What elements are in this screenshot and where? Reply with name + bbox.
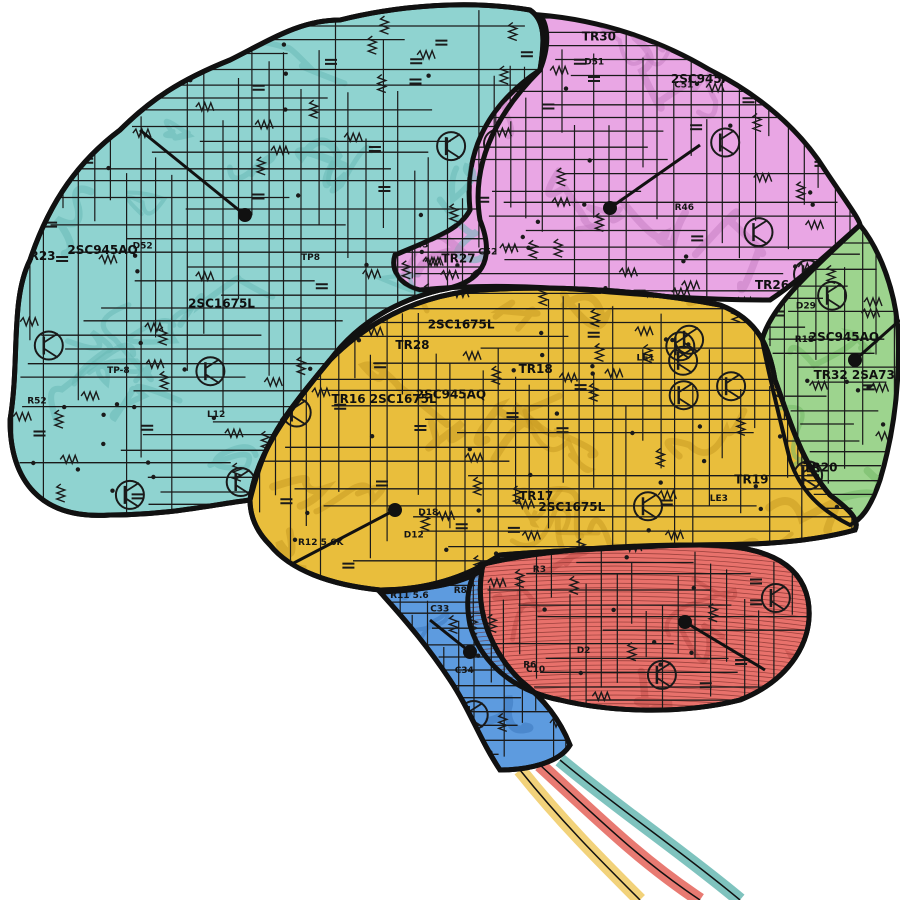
temporal-pointer-dot xyxy=(388,503,402,517)
region-pointers xyxy=(139,128,900,672)
frontal-label: L12 xyxy=(207,410,225,420)
occipital-labels: TR32 2SA733P2SC945AQTR20D29R18 xyxy=(795,301,900,474)
temporal-label: 2SC945AQ xyxy=(416,388,486,402)
brainstem-label: R11 5.6 xyxy=(390,591,429,601)
temporal-label: R12 5.6K xyxy=(298,538,345,548)
parietal-pointer-dot xyxy=(603,201,617,215)
cerebellum-pointer-dot xyxy=(678,615,692,629)
temporal-label: TR17 xyxy=(519,489,553,503)
cerebellum-label: R6 xyxy=(523,661,536,671)
temporal-label: 2SC1675L xyxy=(428,317,495,331)
spinal-nerves xyxy=(514,754,745,900)
occipital-label: TR32 2SA733P xyxy=(814,368,900,382)
brainstem-label: R36 xyxy=(428,743,447,753)
temporal-label: 2SC1675L xyxy=(538,500,605,514)
frontal-label: R52 xyxy=(27,396,46,406)
temporal-label: TR19 xyxy=(734,473,768,487)
temporal-label: TR18 xyxy=(519,362,553,376)
parietal-label: D51 xyxy=(584,57,604,67)
frontal-label: TR27 xyxy=(441,251,475,265)
temporal-label: LE3 xyxy=(710,494,728,504)
brainstem-label: C34 xyxy=(455,666,474,676)
frontal-pointer-dot xyxy=(238,208,252,222)
frontal-label: TR23 xyxy=(21,249,55,263)
temporal-label: LE1 xyxy=(637,354,655,364)
frontal-label: 2SC945AQ xyxy=(67,243,137,257)
cerebellum-label: R3 xyxy=(533,565,546,575)
frontal-label: TP8 xyxy=(301,253,320,263)
brainstem-label: C33 xyxy=(430,605,449,615)
frontal-label: TP-8 xyxy=(107,366,130,376)
cerebellum-label: C10 xyxy=(526,665,545,675)
occipital-label: 2SC945AQ xyxy=(809,330,879,344)
frontal-label: 2SC1675L xyxy=(188,297,255,311)
temporal-label: TR16 2SC1675L xyxy=(332,392,438,406)
temporal-label: TR28 xyxy=(395,338,429,352)
parietal-label: R46 xyxy=(675,203,694,213)
occipital-label: R18 xyxy=(795,335,814,345)
parietal-label: TR30 xyxy=(582,30,616,44)
brainstem-pointer-dot xyxy=(463,645,477,659)
parietal-label: TR26 xyxy=(755,278,789,292)
brainstem-label: R8 xyxy=(454,586,467,596)
parietal-label: C51 xyxy=(674,81,693,91)
temporal-label: D12 xyxy=(404,531,424,541)
occipital-label: D29 xyxy=(796,301,816,311)
cerebellum-label: D2 xyxy=(577,646,591,656)
temporal-label: D18 xyxy=(418,508,438,518)
frontal-label: D52 xyxy=(133,241,153,251)
occipital-pointer-dot xyxy=(848,353,862,367)
